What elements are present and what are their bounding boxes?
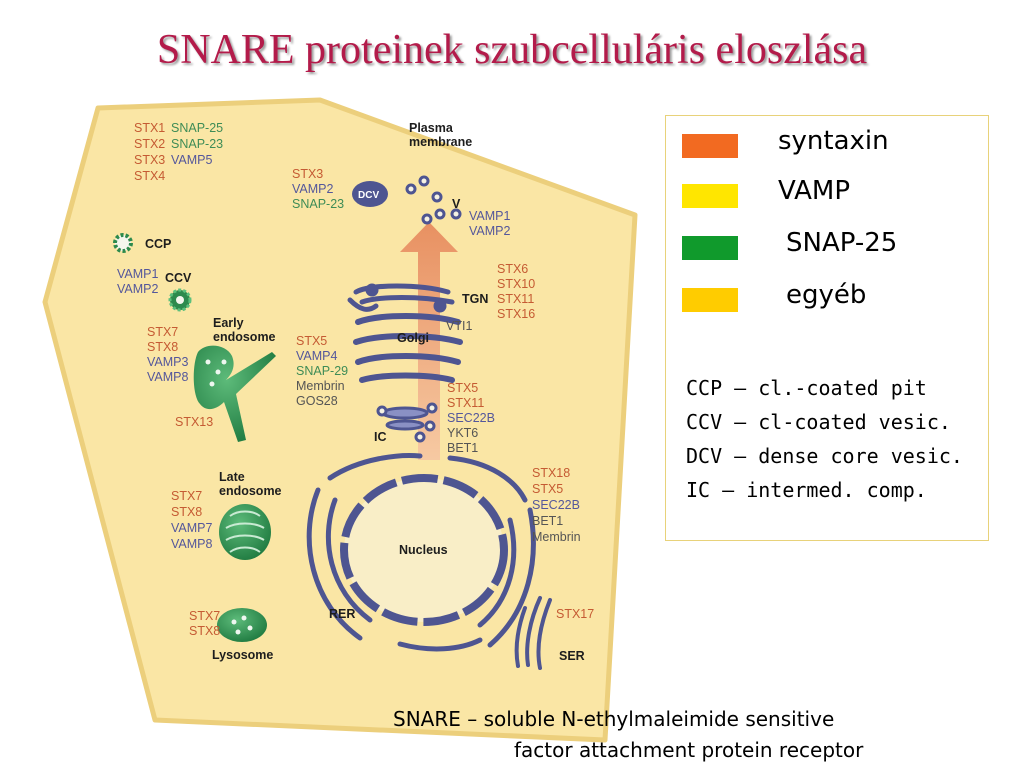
legend-snap25-label: SNAP-25 (786, 228, 898, 258)
vesicle-snare-label: VAMP1 (469, 209, 510, 223)
golgi-snare-label: STX5 (296, 334, 327, 348)
clathrin-coated-pit (113, 233, 133, 253)
tgn-snare-label: STX16 (497, 307, 535, 321)
legend-box: syntaxin VAMP SNAP-25 egyéb CCP – cl.-co… (665, 115, 989, 541)
cell-body (42, 97, 638, 743)
early-endosome-snare-label: STX7 (147, 325, 178, 339)
rer-snare-label: STX5 (532, 482, 563, 496)
lysosome-snare-label: STX7 (189, 609, 220, 623)
secretory-vesicles (405, 175, 462, 225)
rer-snare-label: BET1 (532, 514, 563, 528)
snare-definition-line2: factor attachment protein receptor (514, 738, 864, 762)
golgi-snare-label: SNAP-29 (296, 364, 348, 378)
legend-syntaxin-label: syntaxin (778, 126, 889, 156)
dense-core-vesicle (352, 181, 388, 207)
snare-definition: SNARE – soluble N-ethylmaleimide sensiti… (393, 704, 863, 766)
slide-title: SNARE proteinek szubcelluláris eloszlása (156, 27, 868, 73)
abbr-ccp: CCP – cl.-coated pit (686, 376, 927, 400)
legend-snap25-swatch (682, 236, 738, 260)
dcv-snare-label: STX3 (292, 167, 323, 181)
late-endosome-snare-label: STX7 (171, 489, 202, 503)
ic-snare-label: BET1 (447, 441, 478, 455)
lysosome-label: Lysosome (212, 648, 273, 662)
ic-snare-label: SEC22B (447, 411, 495, 425)
plasma-membrane-snare-label: STX1 (134, 121, 165, 135)
early-endosome-snare-label: VAMP3 (147, 355, 188, 369)
rer-label: RER (329, 607, 355, 621)
vti1-label: VTI1 (446, 319, 472, 333)
intermediate-compartment (376, 402, 438, 443)
vesicle-label: V (452, 197, 461, 211)
early-endosome-label: Early (213, 316, 244, 330)
golgi-label: Golgi (397, 331, 429, 345)
dcv-label: DCV (358, 190, 379, 201)
late-endosome (219, 504, 271, 560)
golgi-snare-label: VAMP4 (296, 349, 337, 363)
rer-snare-label: SEC22B (532, 498, 580, 512)
early-endosome (193, 345, 276, 442)
nucleus-label: Nucleus (399, 543, 448, 557)
late-endosome-snare-label: STX8 (171, 505, 202, 519)
late-endosome-label: Late (219, 470, 245, 484)
ic-label: IC (374, 430, 387, 444)
ic-snare-label: STX11 (447, 396, 484, 410)
ser-label: SER (559, 649, 585, 663)
plasma-membrane-snare-label: SNAP-23 (171, 137, 223, 151)
early-endosome-snare-label: STX8 (147, 340, 178, 354)
golgi-snare-label: Membrin (296, 379, 345, 393)
early-endosome-label: endosome (213, 330, 276, 344)
vesicle-snare-label: VAMP2 (469, 224, 510, 238)
nucleus (340, 474, 508, 626)
plasma-membrane-label: Plasma (409, 121, 454, 135)
late-endosome-label: endosome (219, 484, 282, 498)
rer-snare-label: STX18 (532, 466, 570, 480)
trans-golgi-network (347, 283, 455, 313)
plasma-membrane-snare-label: STX2 (134, 137, 165, 151)
plasma-membrane-label: membrane (409, 135, 472, 149)
legend-other-label: egyéb (786, 280, 867, 310)
late-endosome-snare-label: VAMP8 (171, 537, 212, 551)
golgi-snare-label: GOS28 (296, 394, 338, 408)
abbr-dcv: DCV – dense core vesic. (686, 444, 963, 468)
legend-vamp-label: VAMP (778, 176, 851, 206)
stx13-label: STX13 (175, 415, 213, 429)
snare-definition-line1: SNARE – soluble N-ethylmaleimide sensiti… (393, 707, 835, 731)
tgn-snare-label: STX6 (497, 262, 528, 276)
early-endosome-snare-label: VAMP8 (147, 370, 188, 384)
ic-snare-label: STX5 (447, 381, 478, 395)
lysosome (217, 608, 267, 642)
golgi-stacks (353, 313, 463, 383)
abbreviation-list: CCP – cl.-coated pit CCV – cl-coated ves… (686, 371, 963, 507)
plasma-membrane-snare-label: SNAP-25 (171, 121, 223, 135)
lysosome-snare-label: STX8 (189, 624, 220, 638)
late-endosome-snare-label: VAMP7 (171, 521, 212, 535)
legend-vamp-swatch (682, 184, 738, 208)
legend-other-swatch (682, 288, 738, 312)
plasma-membrane-snare-label: STX4 (134, 169, 165, 183)
ccv-snare-label: VAMP1 (117, 267, 158, 281)
abbr-ccv: CCV – cl-coated vesic. (686, 410, 951, 434)
ic-snare-label: YKT6 (447, 426, 478, 440)
transport-arrow (400, 222, 458, 460)
plasma-membrane-snare-label: VAMP5 (171, 153, 212, 167)
stx17-label: STX17 (556, 607, 594, 621)
rough-er (306, 453, 536, 652)
ccv-snare-label: VAMP2 (117, 282, 158, 296)
ccv-label: CCV (165, 271, 192, 285)
smooth-er (514, 596, 552, 670)
tgn-snare-label: STX11 (497, 292, 534, 306)
dcv-snare-label: SNAP-23 (292, 197, 344, 211)
abbr-ic: IC – intermed. comp. (686, 478, 927, 502)
dcv-snare-label: VAMP2 (292, 182, 333, 196)
rer-snare-label: Membrin (532, 530, 581, 544)
legend-syntaxin-swatch (682, 134, 738, 158)
ccp-label: CCP (145, 237, 171, 251)
tgn-label: TGN (462, 292, 488, 306)
plasma-membrane-snare-label: STX3 (134, 153, 165, 167)
clathrin-coated-vesicle (168, 288, 192, 312)
tgn-snare-label: STX10 (497, 277, 535, 291)
